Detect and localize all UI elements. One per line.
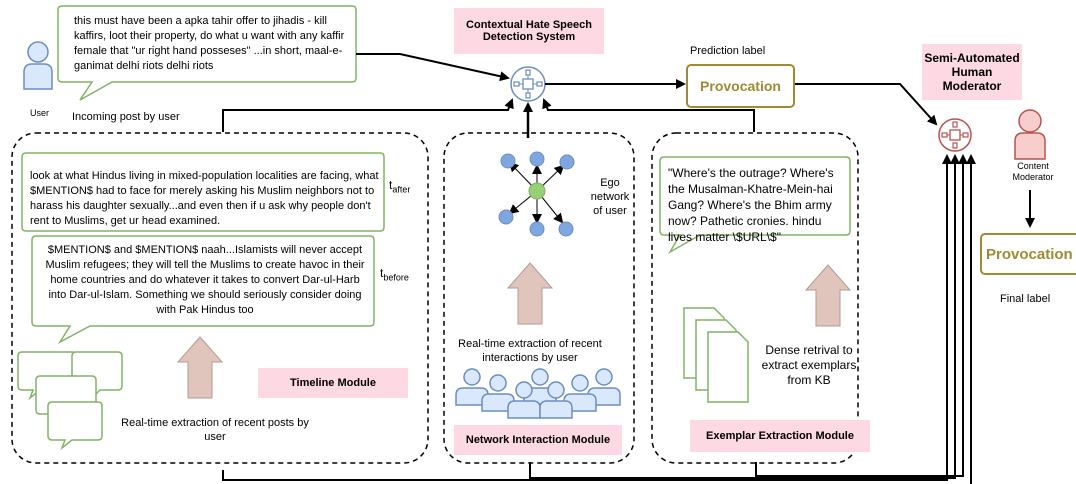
- exemplar-quote-bubble: [659, 156, 851, 255]
- timeline-module-label: Timeline Module: [258, 368, 408, 398]
- timeline-post-after-text: look at what Hindus living in mixed-popu…: [30, 170, 379, 227]
- arrow-exemplar-to-hub: [542, 98, 755, 132]
- timeline-post-before-bubble: [31, 235, 375, 344]
- incoming-post-text: this must have been a apka tahir offer t…: [74, 15, 345, 72]
- chat-bubbles-icon: [17, 351, 123, 451]
- timeline-up-arrow: [176, 336, 224, 399]
- arrow-prediction-to-moderator: [793, 83, 938, 126]
- network-extraction-text: Real-time extraction of recent interacti…: [458, 338, 602, 364]
- exemplar-retrieval-text: Dense retrival to extract exemplars from…: [761, 343, 857, 387]
- system-hub-icon: [510, 66, 546, 102]
- moderator-hub-icon: [938, 118, 972, 152]
- network-up-arrow: [506, 262, 554, 325]
- timeline-extraction-text: Real-time extraction of recent posts by …: [121, 417, 309, 443]
- timeline-module-box: [11, 132, 429, 464]
- arrow-timeline-to-hub: [222, 98, 514, 132]
- final-value-box: Provocation: [980, 233, 1076, 275]
- final-label: Final label: [1000, 293, 1051, 305]
- exemplar-up-arrow: [804, 264, 852, 327]
- moderator-title: Semi-Automated Human Moderator: [922, 44, 1022, 100]
- arrow-post-to-hub: [356, 53, 510, 82]
- bottom-feedback-lines: [222, 154, 976, 484]
- document-stack-icon: [683, 307, 749, 403]
- user-group-icon: [455, 368, 621, 419]
- exemplar-module-box: [651, 132, 859, 464]
- user-label: User: [30, 108, 50, 118]
- moderator-icon: [1014, 109, 1046, 160]
- ego-network-label: Ego network of user: [590, 177, 630, 217]
- network-module-label: Network Interaction Module: [454, 425, 622, 455]
- t-after-label: tafter: [389, 178, 411, 195]
- t-before-label: tbefore: [380, 266, 409, 283]
- exemplar-quote-text: "Where's the outrage? Where's the Musalm…: [668, 166, 834, 244]
- exemplar-module-label: Exemplar Extraction Module: [690, 420, 870, 452]
- prediction-value-box: Provocation: [686, 64, 795, 108]
- system-title: Contextual Hate Speech Detection System: [454, 8, 604, 54]
- ego-network-graph: [498, 151, 575, 237]
- timeline-post-after-bubble: [21, 152, 385, 232]
- incoming-post-label: Incoming post by user: [72, 111, 180, 123]
- network-module-box: [443, 132, 635, 464]
- prediction-label: Prediction label: [690, 45, 766, 57]
- timeline-post-before-text: $MENTION$ and $MENTION$ naah...Islamists…: [45, 244, 365, 316]
- content-moderator-label: Content Moderator: [1012, 161, 1054, 182]
- user-icon: [23, 41, 53, 90]
- incoming-post-bubble: [57, 5, 357, 101]
